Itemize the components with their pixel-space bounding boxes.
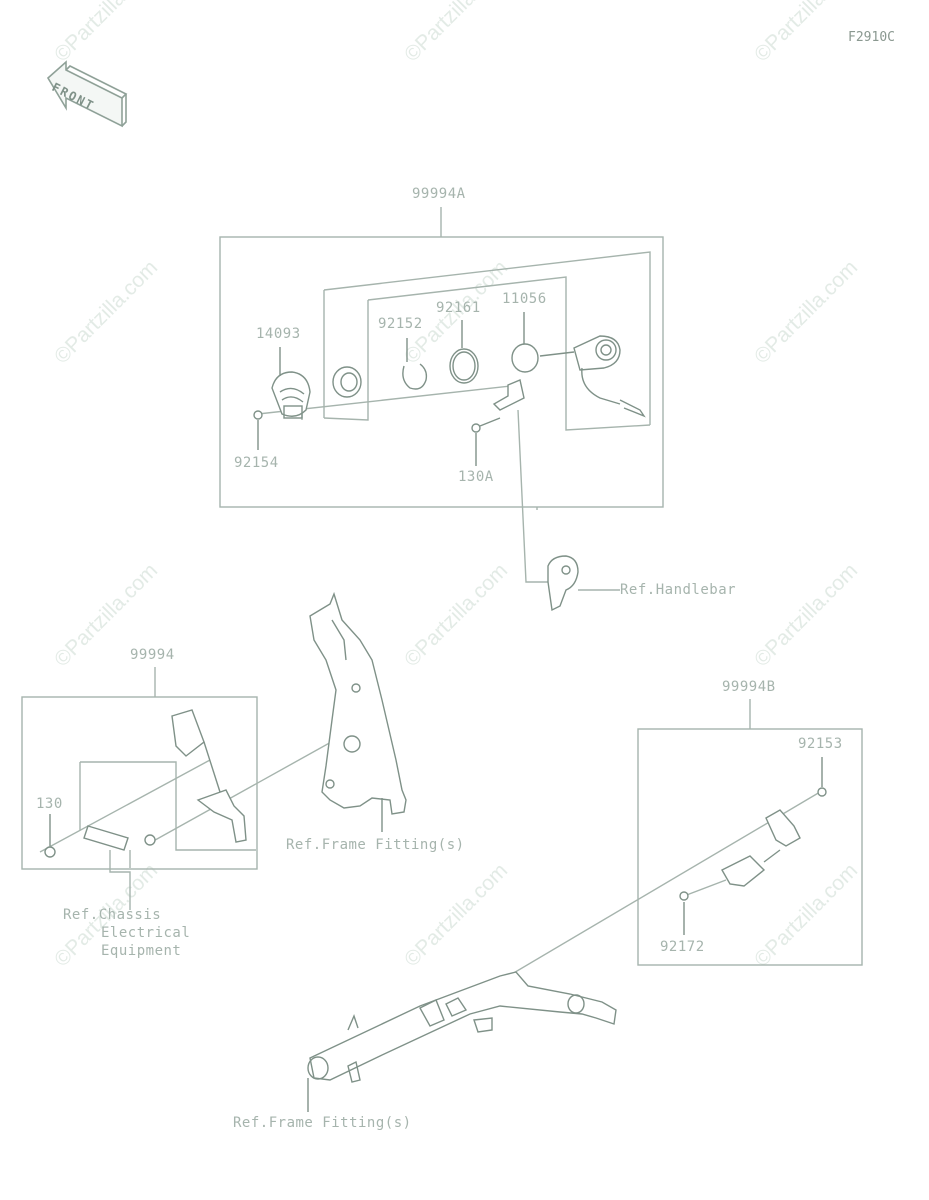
frame-fitting-horizontal bbox=[307, 971, 617, 1112]
part-92153-bolt bbox=[817, 757, 827, 797]
part-11056-label[interactable]: 11056 bbox=[502, 291, 547, 307]
part-nut bbox=[144, 834, 156, 846]
part-connector-bracket bbox=[171, 709, 247, 843]
ref-frame-fitting-label-bottom[interactable]: Ref.Frame Fitting(s) bbox=[233, 1115, 412, 1131]
diagram-code: F2910C bbox=[848, 30, 895, 45]
part-14093-label[interactable]: 14093 bbox=[256, 326, 301, 342]
ref-chassis-line3: Equipment bbox=[101, 943, 182, 959]
handlebar-ref-group bbox=[517, 409, 620, 612]
ref-chassis-label[interactable]: Ref.Chassis Electrical Equipment bbox=[63, 906, 190, 960]
part-130-bolt bbox=[44, 814, 56, 858]
kit-99994b-label[interactable]: 99994B bbox=[722, 679, 776, 695]
part-power-socket bbox=[539, 335, 646, 418]
part-92153-label[interactable]: 92153 bbox=[798, 736, 843, 752]
front-arrow-icon bbox=[46, 60, 128, 128]
part-92172-screw bbox=[679, 891, 689, 935]
part-11056-bracket bbox=[492, 312, 539, 411]
part-plate bbox=[83, 825, 129, 851]
part-92161-label[interactable]: 92161 bbox=[436, 300, 481, 316]
part-130-label[interactable]: 130 bbox=[36, 796, 63, 812]
ref-chassis-line2: Electrical bbox=[101, 925, 191, 941]
kit-99994b-box bbox=[467, 699, 863, 1001]
part-130a-bolt bbox=[471, 417, 501, 466]
part-relay bbox=[721, 809, 801, 887]
part-92152-collar bbox=[332, 366, 362, 398]
part-92172-label[interactable]: 92172 bbox=[660, 939, 705, 955]
kit-99994a-label[interactable]: 99994A bbox=[412, 186, 466, 202]
ref-chassis-line1: Ref.Chassis bbox=[63, 907, 162, 923]
ref-handlebar-label[interactable]: Ref.Handlebar bbox=[620, 582, 737, 598]
frame-fitting-vertical bbox=[309, 591, 407, 832]
part-92154-label[interactable]: 92154 bbox=[234, 455, 279, 471]
kit-99994-box bbox=[21, 667, 343, 910]
part-92154-screw bbox=[253, 410, 263, 450]
part-130a-label[interactable]: 130A bbox=[458, 469, 494, 485]
part-14093-knob bbox=[271, 347, 311, 419]
part-92152-label[interactable]: 92152 bbox=[378, 316, 423, 332]
part-snap-ring bbox=[402, 338, 428, 390]
part-92161-oring bbox=[449, 320, 479, 384]
kit-99994-label[interactable]: 99994 bbox=[130, 647, 175, 663]
ref-frame-fitting-label[interactable]: Ref.Frame Fitting(s) bbox=[286, 837, 465, 853]
